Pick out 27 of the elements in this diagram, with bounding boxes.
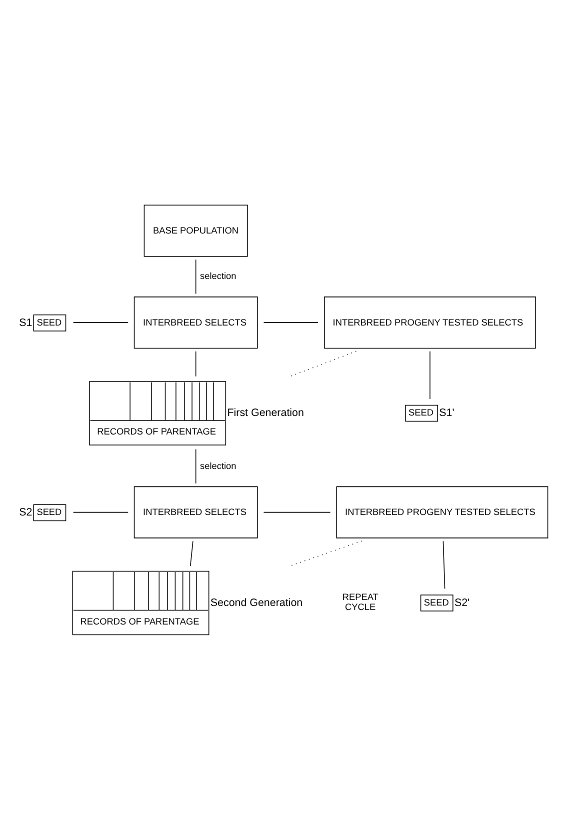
node-box: SEED — [420, 594, 454, 611]
connector — [195, 350, 196, 376]
connector — [290, 350, 357, 376]
node-box: INTERBREED PROGENY TESTED SELECTS — [324, 296, 536, 348]
node-label: S1 — [19, 316, 32, 328]
label: REPEAT CYCLE — [342, 591, 378, 612]
edge-label: selection — [200, 460, 236, 470]
node-box: INTERBREED PROGENY TESTED SELECTS — [336, 486, 548, 538]
node-label: S2 — [19, 506, 32, 518]
connector — [195, 258, 196, 294]
edge-label: selection — [200, 270, 236, 281]
connector — [288, 540, 362, 566]
node-box: SEED — [33, 504, 66, 521]
node-label: Second Generation — [210, 596, 303, 608]
connector — [72, 511, 128, 512]
node-box: INTERBREED SELECTS — [134, 296, 258, 348]
node-box: SEED — [405, 404, 438, 422]
node-box: BASE POPULATION — [144, 204, 248, 256]
node-box: SEED — [33, 314, 66, 331]
connector — [263, 511, 331, 512]
connector — [195, 448, 196, 484]
node-label: S2' — [454, 596, 470, 608]
node-box: INTERBREED SELECTS — [134, 486, 258, 538]
node-label: First Generation — [227, 406, 304, 419]
connector — [442, 540, 446, 589]
connector — [190, 540, 194, 566]
node-label: S1' — [439, 406, 454, 419]
